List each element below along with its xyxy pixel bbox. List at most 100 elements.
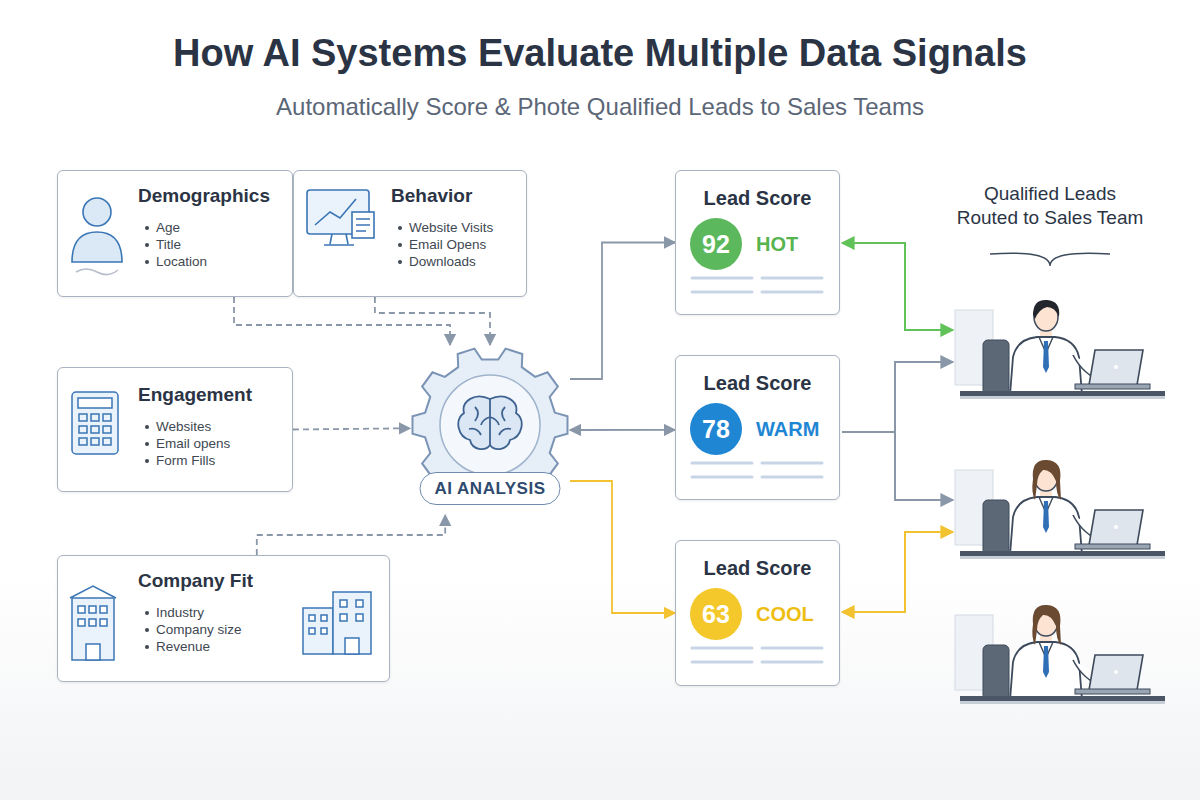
list-item: Downloads bbox=[409, 253, 518, 270]
decoration bbox=[692, 278, 822, 292]
score-heading: Lead Score bbox=[676, 557, 839, 580]
decoration bbox=[309, 615, 315, 621]
list-item: Location bbox=[156, 253, 284, 270]
decoration bbox=[356, 219, 370, 231]
decoration bbox=[356, 600, 363, 607]
connector-arrow bbox=[257, 515, 445, 555]
decoration bbox=[76, 269, 118, 275]
decoration bbox=[79, 426, 87, 433]
score-heading: Lead Score bbox=[676, 372, 839, 395]
decoration bbox=[72, 392, 118, 454]
diagram-title: How AI Systems Evaluate Multiple Data Si… bbox=[0, 32, 1200, 75]
card-heading: Company Fit bbox=[138, 569, 381, 593]
monitor-icon bbox=[307, 190, 374, 245]
decoration bbox=[70, 586, 116, 598]
list-item: Form Fills bbox=[156, 452, 284, 469]
decoration bbox=[324, 234, 354, 245]
section-heading: Qualified Leads Routed to Sales Team bbox=[953, 182, 1147, 230]
connector-arrow bbox=[570, 429, 675, 431]
decoration bbox=[340, 614, 347, 621]
connector-arrow bbox=[375, 297, 490, 345]
card-heading: Engagement bbox=[138, 383, 284, 407]
signal-card: DemographicsAgeTitleLocation bbox=[57, 170, 293, 297]
decoration bbox=[1033, 300, 1059, 319]
list-item: Email opens bbox=[156, 435, 284, 452]
engine-label: AI ANALYSIS bbox=[420, 472, 561, 505]
decoration bbox=[321, 628, 327, 634]
decoration bbox=[356, 614, 363, 621]
connector-arrow bbox=[570, 481, 675, 613]
list-item: Title bbox=[156, 236, 284, 253]
sales-rep-illustration bbox=[955, 605, 1165, 704]
list-item: Revenue bbox=[156, 638, 381, 655]
decoration bbox=[458, 397, 521, 450]
routing-arrow bbox=[842, 532, 953, 612]
decoration bbox=[103, 438, 111, 445]
routing-arrow bbox=[842, 243, 953, 330]
decoration bbox=[91, 438, 99, 445]
decoration bbox=[89, 606, 96, 613]
connector-arrow bbox=[234, 297, 450, 345]
decoration bbox=[83, 198, 111, 226]
decoration bbox=[100, 606, 107, 613]
decoration bbox=[340, 600, 347, 607]
score-value: 92 bbox=[690, 218, 742, 270]
sales-rep-illustration bbox=[955, 300, 1165, 399]
decoration bbox=[78, 398, 112, 408]
decoration bbox=[1032, 605, 1061, 645]
decoration bbox=[72, 232, 122, 262]
bracket bbox=[990, 253, 1110, 266]
signal-card: BehaviorWebsite VisitsEmail OpensDownloa… bbox=[293, 170, 527, 297]
decoration bbox=[86, 644, 100, 660]
decoration bbox=[309, 628, 315, 634]
signal-card: EngagementWebsitesEmail opensForm Fills bbox=[57, 367, 293, 492]
connector-arrow bbox=[570, 243, 675, 380]
routing-arrow bbox=[842, 431, 895, 433]
person-icon bbox=[72, 198, 122, 275]
decoration bbox=[692, 648, 822, 662]
decoration bbox=[955, 303, 1165, 399]
building-icon bbox=[70, 586, 371, 660]
decoration bbox=[321, 615, 327, 621]
score-card: Lead Score 92 HOT bbox=[675, 170, 840, 315]
brain-icon bbox=[458, 397, 521, 450]
list-item: Email Opens bbox=[409, 236, 518, 253]
decoration bbox=[315, 199, 356, 225]
subtitle: Automatically Score & Phote Qualified Le… bbox=[0, 93, 1200, 121]
score-tier: HOT bbox=[756, 230, 798, 258]
form-icon bbox=[72, 392, 118, 454]
decoration bbox=[1032, 460, 1061, 500]
decoration bbox=[692, 463, 822, 477]
list-item: Company size bbox=[156, 621, 381, 638]
score-card: Lead Score63COOL bbox=[675, 540, 840, 686]
decoration bbox=[91, 426, 99, 433]
decoration bbox=[78, 606, 85, 613]
score-value: 78 bbox=[690, 403, 742, 455]
ai-engine: AI ANALYSIS bbox=[410, 345, 570, 515]
decoration bbox=[303, 608, 333, 654]
placeholder-lines bbox=[692, 278, 822, 662]
decoration bbox=[345, 638, 359, 654]
routing-arrows bbox=[842, 243, 953, 612]
sales-rep-illustration bbox=[955, 460, 1165, 559]
decoration bbox=[78, 619, 85, 626]
decoration bbox=[307, 190, 369, 234]
routing-arrow bbox=[895, 362, 953, 500]
decoration bbox=[469, 399, 511, 445]
score-card: Lead Score 78 WARM bbox=[675, 355, 840, 500]
connector-arrow bbox=[293, 428, 410, 429]
decoration bbox=[103, 426, 111, 433]
decoration bbox=[72, 598, 114, 660]
score-tier: WARM bbox=[756, 415, 819, 443]
score-value: 63 bbox=[690, 588, 742, 640]
decoration bbox=[103, 414, 111, 421]
decoration bbox=[333, 592, 371, 654]
list-item: Website Visits bbox=[409, 219, 518, 236]
list-item: Websites bbox=[156, 418, 284, 435]
score-heading: Lead Score bbox=[676, 187, 839, 210]
decoration bbox=[79, 438, 87, 445]
decoration bbox=[91, 414, 99, 421]
gear-hub bbox=[440, 375, 540, 475]
signal-card: Company FitIndustryCompany sizeRevenue bbox=[57, 555, 390, 682]
